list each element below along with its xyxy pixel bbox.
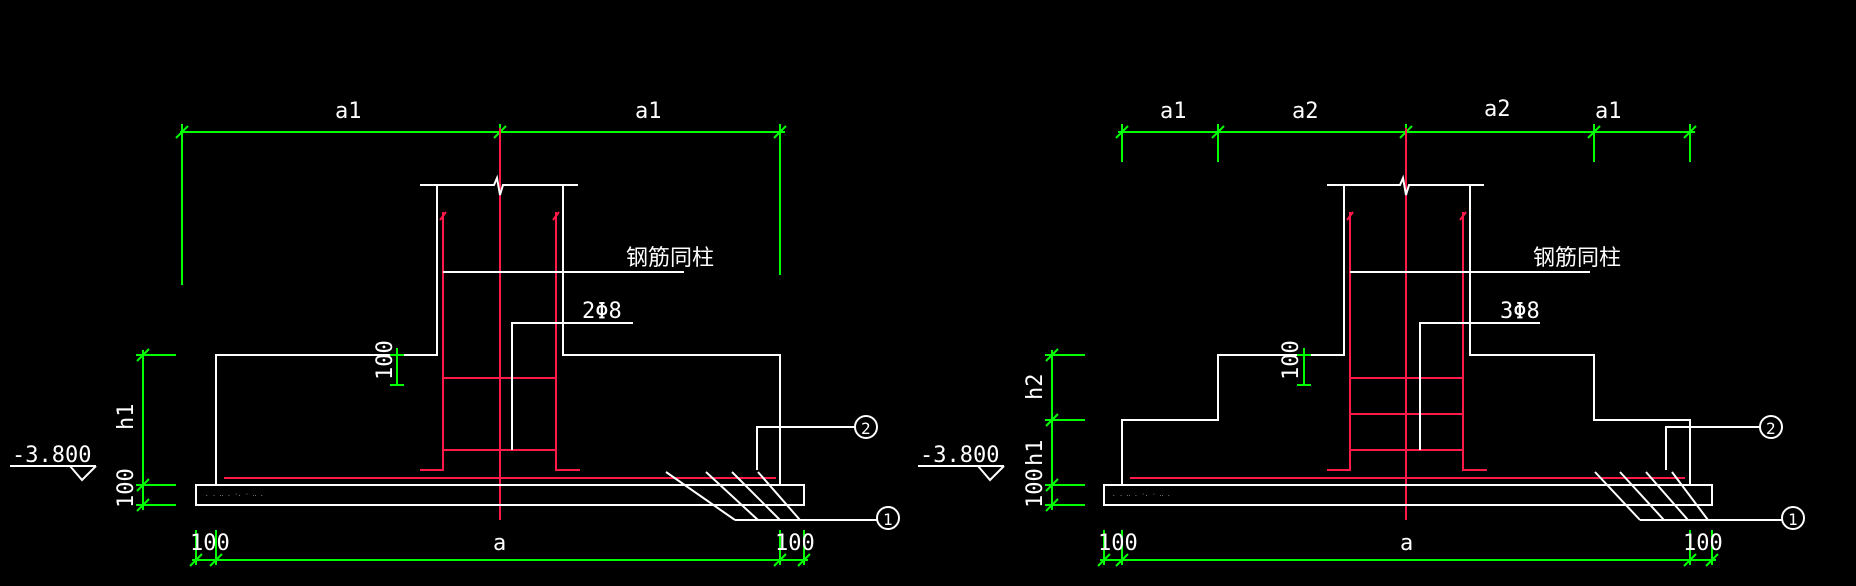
right-h1-label: h1 [1023,440,1048,467]
left-marker-1-text: 1 [883,510,893,529]
left-blinding-hatch: . . ‥ . ·. · ‥ . [205,491,264,498]
right-bottom-100-right: 100 [1683,531,1723,556]
left-bottom-100-right: 100 [775,531,815,556]
left-marker-2-circle [854,415,878,439]
left-marker-2-text: 2 [861,419,871,438]
right-upper-100-label: 100 [1279,340,1304,380]
right-dim-a1-first: a1 [1160,99,1187,124]
left-rebar-note: 钢筋同柱 [626,246,714,271]
right-dim-a2-first: a2 [1292,99,1319,124]
right-blinding-hatch: . . ‥ . ·. · ‥ . [1112,491,1171,498]
right-bottom-100-left: 100 [1098,531,1138,556]
left-bottom-100-left: 100 [190,531,230,556]
right-blinding-layer [1103,484,1713,506]
left-h1-dimension [136,348,176,512]
left-marker1-leaders [665,471,877,521]
left-column-rebar [420,211,580,471]
right-stirrup-leader [1419,322,1540,450]
left-lower-100-label: 100 [114,468,139,508]
right-elevation-label: -3.800 [920,443,999,468]
right-marker-2-text: 2 [1766,419,1776,438]
right-column-break-line [1327,174,1484,196]
right-marker2-leader [1665,426,1760,470]
right-marker-2-circle [1759,415,1783,439]
right-marker1-leaders [1594,471,1782,521]
right-dim-a2-second: a2 [1484,97,1511,122]
right-bottom-a: a [1400,531,1413,556]
left-dim-a1-first: a1 [335,99,362,124]
right-marker-1-circle [1781,506,1805,530]
left-marker-1-circle [876,506,900,530]
left-stirrup-label: 2Φ8 [582,299,622,324]
left-h1-label: h1 [114,404,139,431]
right-dim-a1-second: a1 [1595,99,1622,124]
left-stirrup-leader [511,322,633,450]
left-bottom-dimension [189,530,811,567]
right-footing-detail: a1 a2 a2 a1 . . ‥ . ·. · ‥ . 钢筋同柱 3Φ8 10… [918,97,1805,567]
right-h-dimensions [1045,348,1085,512]
right-bottom-dimension [1097,530,1719,567]
left-marker2-leader [756,426,855,470]
right-marker-1-text: 1 [1788,510,1798,529]
left-top-dimension [175,124,787,285]
left-upper-100-label: 100 [373,340,398,380]
left-footing-detail: a1 a1 . . ‥ . ·. · ‥ . 钢筋同柱 2Φ8 [10,99,900,567]
left-elevation-label: -3.800 [12,443,91,468]
left-bottom-a: a [493,531,506,556]
right-rebar-note: 钢筋同柱 [1533,246,1621,271]
left-dim-a1-second: a1 [635,99,662,124]
left-footing-outline [215,185,781,486]
left-column-break-line [420,174,578,196]
right-stirrup-label: 3Φ8 [1500,299,1540,324]
right-h2-label: h2 [1023,374,1048,401]
right-lower-100-label: 100 [1023,468,1048,508]
right-elevation-marker [918,465,1005,482]
left-blinding-layer [195,484,805,506]
right-column-rebar [1327,211,1487,471]
left-elevation-marker [10,465,97,482]
